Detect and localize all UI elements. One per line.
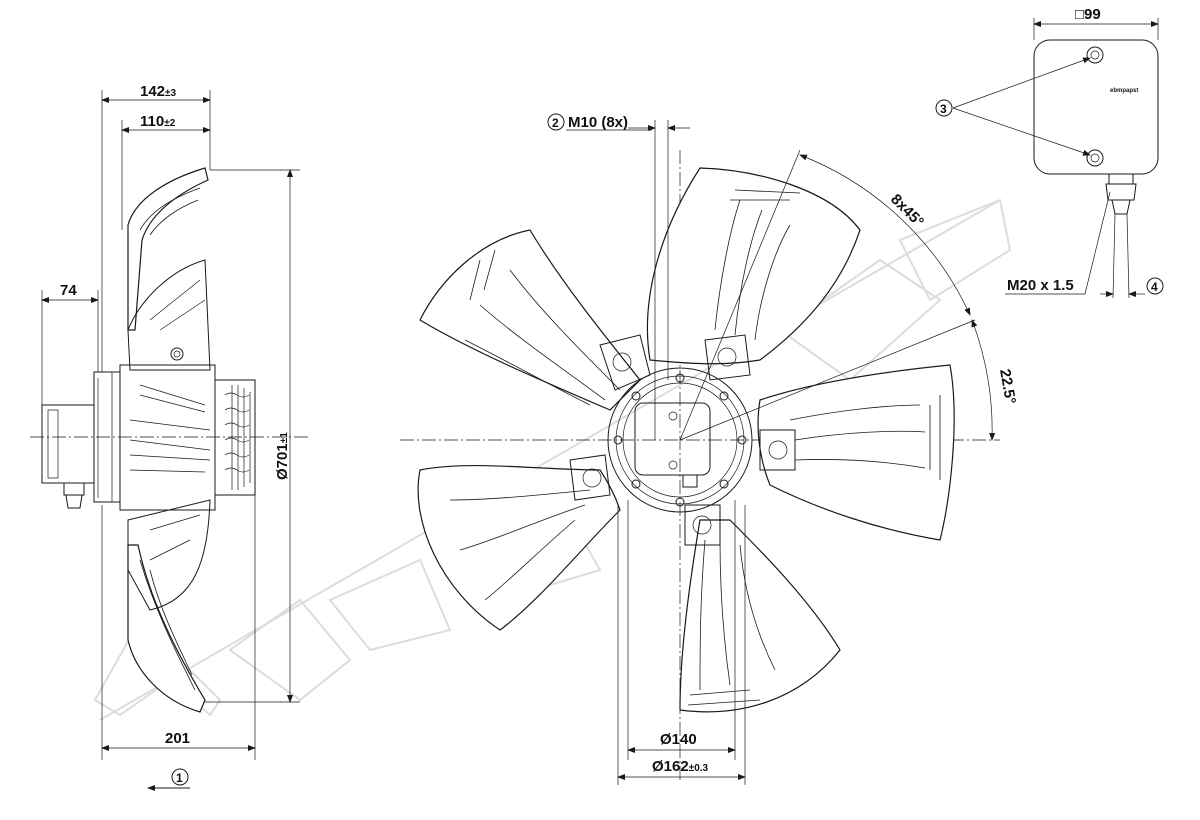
callout-screws: 3 xyxy=(940,102,947,116)
callout-thread-number: 2 xyxy=(552,116,559,130)
dim-hub-diameter: Ø162±0.3 xyxy=(652,758,709,775)
bolt-holes xyxy=(613,373,747,507)
thread-label: M10 (8x) xyxy=(568,114,628,131)
gland-label: M20 x 1.5 xyxy=(1007,277,1074,294)
callout-gland: 4 xyxy=(1151,280,1158,294)
terminal-box-detail: ebmpapst □99 3 M20 x 1.5 4 xyxy=(935,6,1164,299)
callout-airflow: 1 xyxy=(176,771,183,785)
box-size-label: □99 xyxy=(1075,6,1101,23)
front-view: 2 M10 (8x) 8x45° 22.5° Ø140 Ø162±0.3 xyxy=(400,113,1019,785)
dim-depth: 201 xyxy=(165,730,190,747)
side-view: 142±3 110±2 74 Ø701±1 201 1 xyxy=(30,83,310,791)
cooling-fins xyxy=(224,385,251,490)
dim-width-blade: 110±2 xyxy=(140,113,176,130)
dim-bolt-circle: Ø140 xyxy=(660,731,697,748)
angle-offset: 22.5° xyxy=(996,368,1019,406)
spoke-mounts xyxy=(569,334,796,546)
dim-diameter: Ø701±1 xyxy=(274,432,291,480)
dim-width-overall: 142±3 xyxy=(140,83,177,100)
brand-text: ebmpapst xyxy=(1110,88,1138,94)
dim-box-offset: 74 xyxy=(60,282,77,299)
